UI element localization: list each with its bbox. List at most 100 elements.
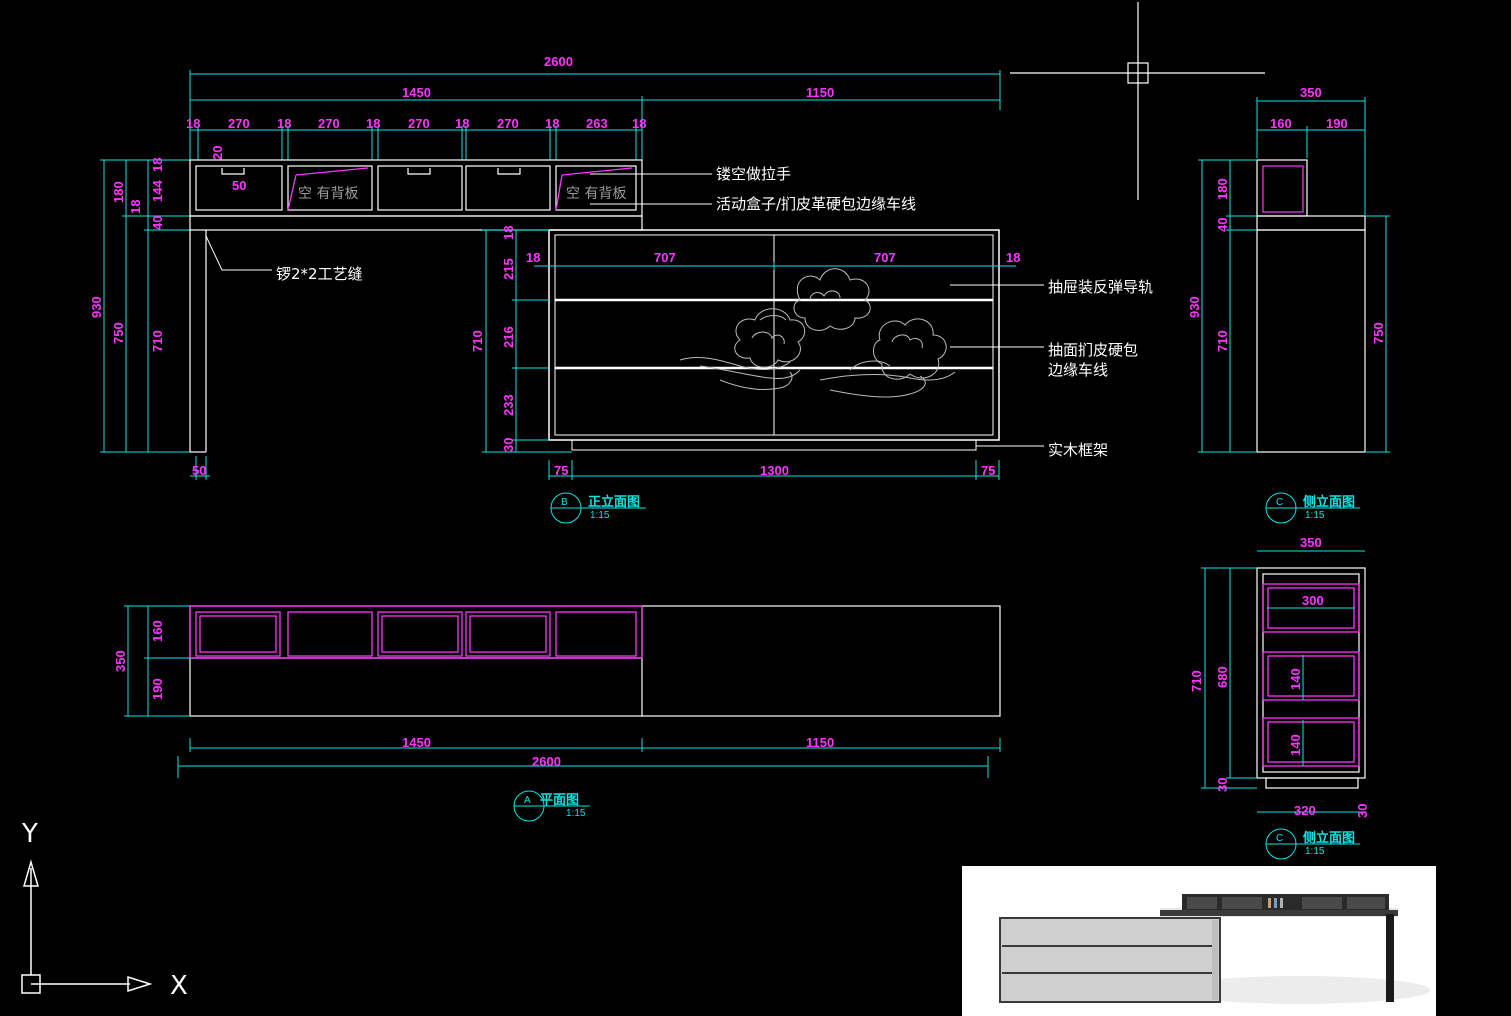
- svg-text:40: 40: [1215, 218, 1230, 232]
- annotation-movable-box: 活动盒子/扪皮革硬包边缘车线: [716, 195, 916, 213]
- plan-dim-2600: 2600: [532, 754, 561, 769]
- svg-text:侧立面图: 侧立面图: [1303, 494, 1355, 510]
- shelf-dims: 18 270 18 270 18 270 18 270 18 263 18: [186, 116, 646, 131]
- dim-707-left: 707: [654, 250, 676, 265]
- front-elevation: [100, 70, 1001, 480]
- dim-75-left: 75: [554, 463, 568, 478]
- svg-text:40: 40: [150, 216, 165, 230]
- svg-text:1:15: 1:15: [1305, 846, 1325, 857]
- dim-side-350: 350: [1300, 85, 1322, 100]
- svg-text:710: 710: [1215, 330, 1230, 352]
- desk-body: [189, 159, 643, 453]
- section-vertical-dims: 710 680 30 140 140: [1189, 666, 1303, 792]
- svg-text:18: 18: [366, 116, 380, 131]
- shelf-dim-ticks: [197, 126, 637, 160]
- side-dims: [1198, 97, 1390, 453]
- svg-text:710: 710: [150, 330, 165, 352]
- title-side-top: C 侧立面图 1:15: [1265, 492, 1360, 524]
- svg-text:216: 216: [501, 326, 516, 348]
- svg-text:680: 680: [1215, 666, 1230, 688]
- svg-text:190: 190: [150, 678, 165, 700]
- plan-dim-1450: 1450: [402, 735, 431, 750]
- title-plan: A 平面图 1:15: [513, 790, 590, 822]
- svg-text:A: A: [524, 795, 531, 806]
- svg-text:160: 160: [150, 620, 165, 642]
- svg-text:18: 18: [545, 116, 559, 131]
- cloud-ornament: [679, 268, 956, 398]
- dim-1300: 1300: [760, 463, 789, 478]
- left-vertical-dims: 930 750 710 180 144 18 18 40 20 50 50: [89, 146, 246, 478]
- svg-text:710: 710: [470, 330, 485, 352]
- svg-text:270: 270: [318, 116, 340, 131]
- drawer-vertical-dims: 18 215 216 233 30 710: [470, 226, 516, 452]
- svg-text:20: 20: [210, 146, 225, 160]
- svg-text:正立面图: 正立面图: [588, 494, 640, 510]
- plan-dim-1150: 1150: [806, 735, 834, 750]
- svg-text:140: 140: [1288, 668, 1303, 690]
- drawer-dims: [482, 229, 1016, 480]
- dim-overall-2600: 2600: [544, 54, 573, 69]
- side-section-dims: [1201, 550, 1365, 813]
- dim-1450: 1450: [402, 85, 431, 100]
- svg-text:263: 263: [586, 116, 608, 131]
- dim-leg-50: 50: [192, 463, 206, 478]
- plan-dims: [124, 605, 1001, 778]
- x-axis-label: X: [170, 971, 188, 1001]
- svg-text:侧立面图: 侧立面图: [1303, 830, 1355, 846]
- svg-text:750: 750: [1371, 322, 1386, 344]
- dim-section-300: 300: [1302, 593, 1324, 608]
- svg-text:18: 18: [277, 116, 291, 131]
- svg-text:30: 30: [501, 438, 516, 452]
- annotation-craft-seam: 锣2*2工艺缝: [276, 265, 363, 283]
- dim-side-190: 190: [1326, 116, 1348, 131]
- cad-crosshair[interactable]: [1010, 2, 1265, 200]
- svg-text:平面图: 平面图: [540, 793, 579, 808]
- svg-text:180: 180: [111, 181, 126, 203]
- svg-text:270: 270: [228, 116, 250, 131]
- svg-text:18: 18: [128, 200, 143, 214]
- svg-text:750: 750: [111, 322, 126, 344]
- svg-text:B: B: [561, 497, 568, 508]
- svg-text:215: 215: [501, 258, 516, 280]
- svg-text:1:15: 1:15: [1305, 510, 1325, 521]
- svg-text:140: 140: [1288, 734, 1303, 756]
- title-side-bottom: C 侧立面图 1:15: [1265, 828, 1360, 860]
- svg-text:350: 350: [113, 650, 128, 672]
- annotation-drawer-face-2: 边缘车线: [1048, 361, 1108, 379]
- svg-text:144: 144: [150, 180, 165, 202]
- dim-707-right: 707: [874, 250, 896, 265]
- ucs-axis-icon: [21, 859, 153, 994]
- leaders-drawer: [950, 284, 1044, 447]
- svg-text:18: 18: [186, 116, 200, 131]
- leaders-top: [205, 173, 712, 271]
- plan-view: [189, 605, 1001, 717]
- dim-gap-right: 18: [1006, 250, 1020, 265]
- svg-text:930: 930: [89, 296, 104, 318]
- y-axis-label: Y: [21, 819, 38, 849]
- annotation-hollow-handle: 镂空做拉手: [716, 165, 791, 183]
- dim-section-320: 320: [1294, 803, 1316, 818]
- svg-text:270: 270: [497, 116, 519, 131]
- svg-text:233: 233: [501, 394, 516, 416]
- svg-text:1:15: 1:15: [566, 808, 586, 819]
- side-vertical-dims: 930 180 40 710 750: [1187, 178, 1386, 352]
- title-front: B 正立面图 1:15: [550, 492, 646, 524]
- dim-gap-left: 18: [526, 250, 540, 265]
- svg-text:710: 710: [1189, 670, 1204, 692]
- svg-text:18: 18: [455, 116, 469, 131]
- svg-text:50: 50: [232, 178, 246, 193]
- svg-text:270: 270: [408, 116, 430, 131]
- desk-pink-lines: [287, 167, 633, 211]
- dim-section-30: 30: [1355, 804, 1370, 818]
- dim-75-right: 75: [981, 463, 995, 478]
- svg-text:C: C: [1276, 833, 1283, 844]
- svg-text:930: 930: [1187, 296, 1202, 318]
- svg-text:18: 18: [501, 226, 516, 240]
- annotation-rebound-rail: 抽屉装反弹导轨: [1048, 278, 1153, 296]
- svg-text:C: C: [1276, 497, 1283, 508]
- svg-text:18: 18: [150, 158, 165, 172]
- svg-text:18: 18: [632, 116, 646, 131]
- ghost-label-1: 空 有背板: [298, 186, 358, 202]
- dim-1150: 1150: [806, 85, 834, 100]
